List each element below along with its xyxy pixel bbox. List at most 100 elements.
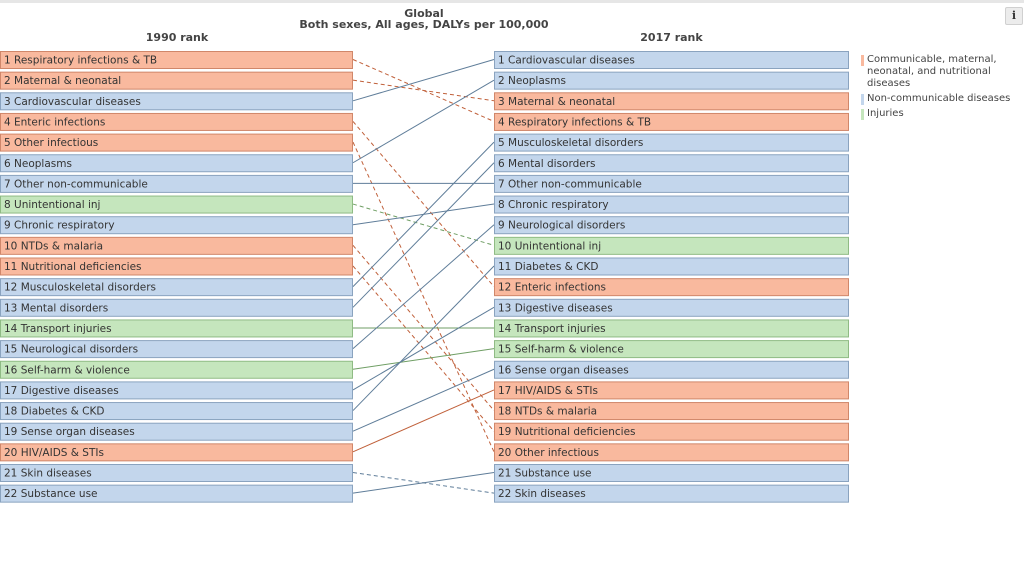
rank-box-fill	[0, 319, 353, 338]
rank-connector	[352, 224, 495, 349]
rank-label: 17 Digestive diseases	[4, 385, 119, 397]
rank-label: 13 Mental disorders	[4, 302, 108, 314]
rank-box[interactable]: 21 Skin diseases	[0, 464, 353, 482]
rank-connector	[352, 162, 495, 308]
rank-box-fill	[494, 298, 849, 317]
rank-box[interactable]: 8 Chronic respiratory	[494, 195, 849, 214]
rank-box[interactable]: 16 Sense organ diseases	[494, 360, 849, 379]
rank-box[interactable]: 19 Nutritional deficiencies	[494, 422, 849, 441]
rank-label: 5 Musculoskeletal disorders	[498, 137, 643, 149]
rank-box-fill	[494, 236, 849, 255]
rank-label: 14 Transport injuries	[498, 323, 606, 335]
connector-lines	[352, 59, 495, 494]
rank-box-fill	[494, 257, 849, 276]
rank-label: 16 Sense organ diseases	[498, 364, 629, 376]
rank-box[interactable]: 13 Digestive diseases	[494, 298, 849, 317]
legend-item[interactable]: Injuries	[861, 108, 1021, 120]
rank-label: 18 Diabetes & CKD	[4, 406, 104, 418]
rank-box-fill	[0, 464, 353, 482]
rank-box[interactable]: 10 Unintentional inj	[494, 236, 849, 255]
legend-label: Non-communicable diseases	[867, 93, 1011, 104]
rank-box[interactable]: 4 Respiratory infections & TB	[494, 112, 849, 131]
rank-box-fill	[0, 195, 353, 214]
rank-label: 21 Skin diseases	[4, 468, 92, 480]
rank-box[interactable]: 1 Cardiovascular diseases	[494, 51, 849, 69]
rank-label: 10 Unintentional inj	[498, 240, 601, 252]
rank-label: 3 Cardiovascular diseases	[4, 96, 141, 108]
rank-box[interactable]: 17 Digestive diseases	[0, 381, 353, 400]
rank-box[interactable]: 17 HIV/AIDS & STIs	[494, 381, 849, 400]
rank-box[interactable]: 1 Respiratory infections & TB	[0, 51, 353, 69]
rank-box[interactable]: 8 Unintentional inj	[0, 195, 353, 214]
rank-box[interactable]: 7 Other non-communicable	[494, 174, 849, 193]
rank-label: 17 HIV/AIDS & STIs	[498, 385, 598, 397]
rank-connector	[352, 79, 495, 164]
rank-box[interactable]: 15 Neurological disorders	[0, 340, 353, 359]
rank-label: 19 Nutritional deficiencies	[498, 426, 636, 438]
rank-box[interactable]: 5 Musculoskeletal disorders	[494, 133, 849, 152]
rank-box-fill	[0, 360, 353, 379]
rank-label: 10 NTDs & malaria	[4, 240, 103, 252]
rank-box[interactable]: 15 Self-harm & violence	[494, 340, 849, 359]
rank-box[interactable]: 2 Maternal & neonatal	[0, 71, 353, 90]
rank-box-fill	[0, 381, 353, 400]
rank-box[interactable]: 13 Mental disorders	[0, 298, 353, 317]
legend-swatch	[861, 94, 864, 105]
rank-box[interactable]: 3 Cardiovascular diseases	[0, 92, 353, 111]
rank-box-fill	[0, 51, 353, 69]
rank-box-fill	[494, 154, 849, 173]
rank-box[interactable]: 11 Diabetes & CKD	[494, 257, 849, 276]
right-rank-column: 1 Cardiovascular diseases 2 Neoplasms 3 Ma…	[494, 51, 849, 503]
rank-label: 3 Maternal & neonatal	[498, 96, 615, 108]
rank-box-fill	[494, 340, 849, 359]
rank-box[interactable]: 7 Other non-communicable	[0, 174, 353, 193]
legend-item[interactable]: Non-communicable diseases	[861, 93, 1021, 105]
rank-box[interactable]: 5 Other infectious	[0, 133, 353, 152]
left-column-heading: 1990 rank	[145, 31, 209, 44]
rank-box-fill	[0, 298, 353, 317]
rank-box[interactable]: 6 Neoplasms	[0, 154, 353, 173]
rank-box[interactable]: 21 Substance use	[494, 464, 849, 482]
rank-box[interactable]: 3 Maternal & neonatal	[494, 92, 849, 111]
rank-box[interactable]: 11 Nutritional deficiencies	[0, 257, 353, 276]
rank-box[interactable]: 22 Skin diseases	[494, 484, 849, 503]
rank-box[interactable]: 6 Mental disorders	[494, 154, 849, 173]
rank-connector	[352, 306, 495, 391]
rank-box[interactable]: 14 Transport injuries	[494, 319, 849, 338]
rank-box[interactable]: 12 Enteric infections	[494, 278, 849, 297]
rank-box-fill	[494, 195, 849, 214]
rank-box[interactable]: 18 Diabetes & CKD	[0, 402, 353, 421]
rank-label: 19 Sense organ diseases	[4, 426, 135, 438]
rank-label: 15 Self-harm & violence	[498, 344, 624, 356]
rank-box-fill	[494, 443, 849, 462]
rank-label: 20 HIV/AIDS & STIs	[4, 447, 104, 459]
rank-box-fill	[0, 174, 353, 193]
rank-box[interactable]: 2 Neoplasms	[494, 71, 849, 90]
rank-label: 8 Chronic respiratory	[498, 199, 609, 211]
info-button[interactable]: i	[1005, 7, 1023, 25]
rank-box[interactable]: 16 Self-harm & violence	[0, 360, 353, 379]
rank-box[interactable]: 9 Chronic respiratory	[0, 216, 353, 235]
legend-label: Injuries	[867, 108, 904, 119]
rank-box[interactable]: 9 Neurological disorders	[494, 216, 849, 235]
rank-label: 22 Skin diseases	[498, 488, 586, 500]
legend-item[interactable]: Communicable, maternal, neonatal, and nu…	[861, 54, 1021, 90]
rank-box[interactable]: 19 Sense organ diseases	[0, 422, 353, 441]
rank-box[interactable]: 14 Transport injuries	[0, 319, 353, 338]
chart-subtitle: Both sexes, All ages, DALYs per 100,000	[299, 18, 549, 31]
rank-box-fill	[494, 216, 849, 235]
rank-box-fill	[0, 133, 353, 152]
rank-box[interactable]: 18 NTDs & malaria	[494, 402, 849, 421]
rank-box[interactable]: 4 Enteric infections	[0, 112, 353, 131]
rank-box-fill	[494, 484, 849, 503]
rank-box[interactable]: 10 NTDs & malaria	[0, 236, 353, 255]
rank-box[interactable]: 12 Musculoskeletal disorders	[0, 278, 353, 297]
rank-box[interactable]: 22 Substance use	[0, 484, 353, 503]
rank-box[interactable]: 20 HIV/AIDS & STIs	[0, 443, 353, 462]
rank-box-fill	[494, 92, 849, 111]
rank-connector	[352, 389, 495, 453]
rank-label: 14 Transport injuries	[4, 323, 112, 335]
info-icon: i	[1011, 9, 1017, 22]
rank-box[interactable]: 20 Other infectious	[494, 443, 849, 462]
rank-box-fill	[494, 174, 849, 193]
